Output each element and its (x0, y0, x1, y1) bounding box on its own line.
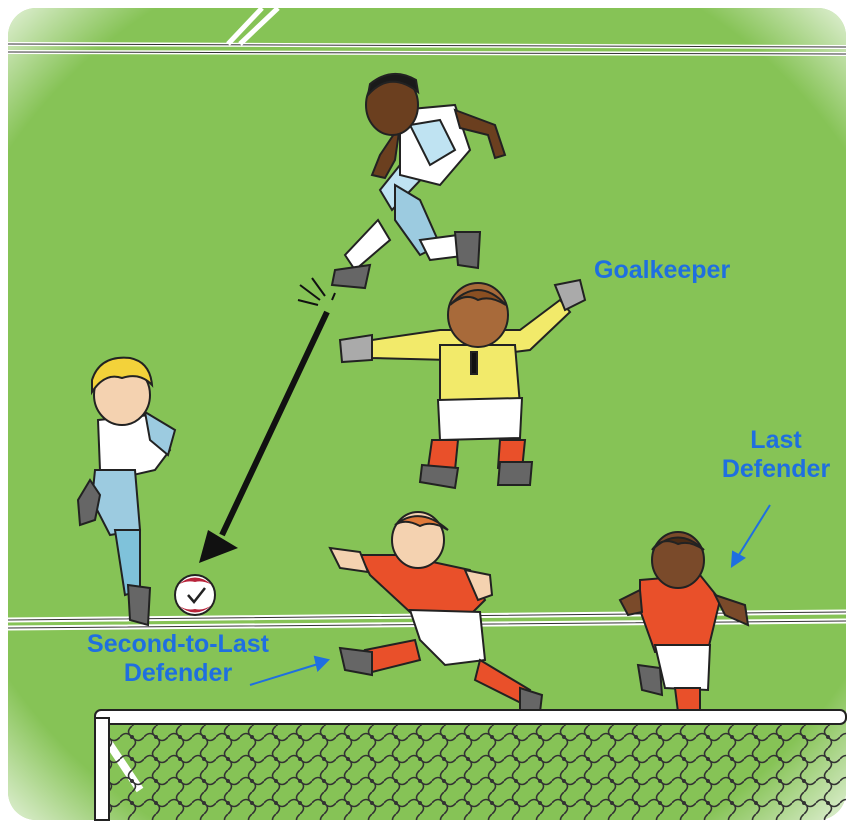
goal-net (94, 709, 847, 821)
goalkeeper-figure (338, 278, 587, 490)
attacker-receiver (76, 356, 177, 627)
last-defender-label: Last Defender (706, 426, 846, 484)
goalkeeper-label: Goalkeeper (594, 256, 731, 284)
last-defender-line2: Defender (721, 455, 831, 483)
second-to-last-line1: Second-to-Last (87, 630, 269, 658)
last-defender-figure (618, 531, 750, 713)
label-arrows (249, 504, 771, 686)
corner-line (226, 6, 280, 46)
pass-arrow (199, 277, 336, 563)
second-to-last-defender-label: Second-to-Last Defender (58, 630, 298, 688)
second-to-last-line2: Defender (123, 659, 233, 687)
attacker-passer (330, 73, 507, 290)
last-defender-line1: Last (750, 426, 802, 454)
ball (174, 574, 216, 616)
second-to-last-defender-figure (328, 511, 544, 713)
